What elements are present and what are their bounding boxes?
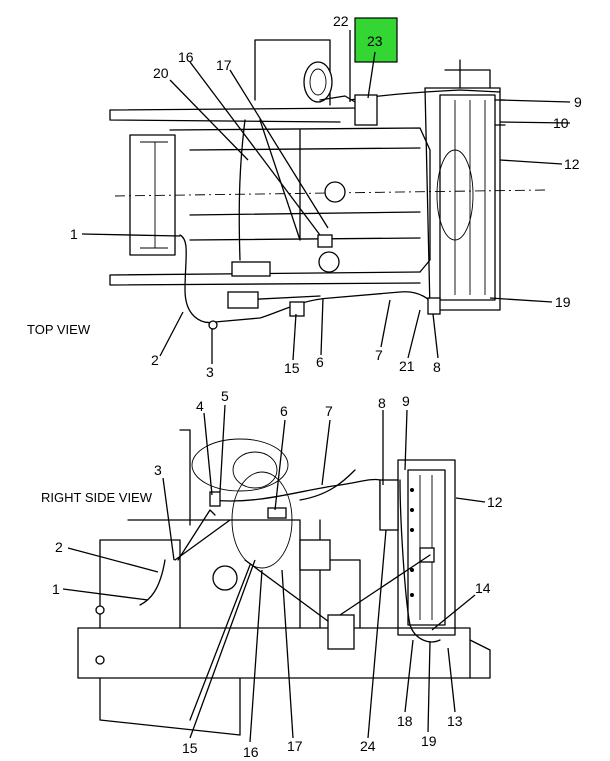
callout-side-19[interactable]: 19 <box>421 733 437 749</box>
callout-top-22[interactable]: 22 <box>333 13 349 29</box>
callout-top-6[interactable]: 6 <box>316 354 324 370</box>
highlight-box <box>354 17 398 63</box>
callout-top-17[interactable]: 17 <box>216 57 232 73</box>
callout-side-17[interactable]: 17 <box>287 738 303 754</box>
side-view-drawing <box>77 429 491 736</box>
callout-side-7[interactable]: 7 <box>325 403 333 419</box>
callout-top-20[interactable]: 20 <box>153 65 169 81</box>
callout-side-6[interactable]: 6 <box>280 403 288 419</box>
callout-23-highlighted[interactable]: 23 <box>367 33 383 49</box>
callout-top-15[interactable]: 15 <box>284 360 300 376</box>
callout-side-15[interactable]: 15 <box>182 740 198 756</box>
callout-side-3[interactable]: 3 <box>154 462 162 478</box>
leader-lines <box>62 30 571 743</box>
callout-top-3[interactable]: 3 <box>206 364 214 380</box>
top-view-drawing <box>109 39 546 330</box>
callout-side-13[interactable]: 13 <box>447 713 463 729</box>
callout-top-9[interactable]: 9 <box>574 94 582 110</box>
callout-top-12[interactable]: 12 <box>564 156 580 172</box>
top-view-caption: TOP VIEW <box>27 322 91 337</box>
callout-side-4[interactable]: 4 <box>196 398 204 414</box>
callout-side-8[interactable]: 8 <box>378 395 386 411</box>
right-side-view-caption: RIGHT SIDE VIEW <box>41 490 153 505</box>
callout-top-1[interactable]: 1 <box>70 226 78 242</box>
callout-side-14[interactable]: 14 <box>475 580 491 596</box>
callout-side-1[interactable]: 1 <box>52 581 60 597</box>
callout-side-16[interactable]: 16 <box>243 744 259 760</box>
callout-top-2[interactable]: 2 <box>151 352 159 368</box>
callout-side-2[interactable]: 2 <box>55 539 63 555</box>
callout-side-12[interactable]: 12 <box>487 494 503 510</box>
callout-top-16[interactable]: 16 <box>178 49 194 65</box>
callout-top-21[interactable]: 21 <box>399 358 415 374</box>
callout-top-7[interactable]: 7 <box>375 347 383 363</box>
callout-top-10[interactable]: 10 <box>553 115 569 131</box>
callout-top-8[interactable]: 8 <box>433 359 441 375</box>
callout-top-19[interactable]: 19 <box>555 294 571 310</box>
callout-side-24[interactable]: 24 <box>360 738 376 754</box>
callout-side-5[interactable]: 5 <box>221 388 229 404</box>
callout-side-9[interactable]: 9 <box>402 393 410 409</box>
callout-side-18[interactable]: 18 <box>397 713 413 729</box>
